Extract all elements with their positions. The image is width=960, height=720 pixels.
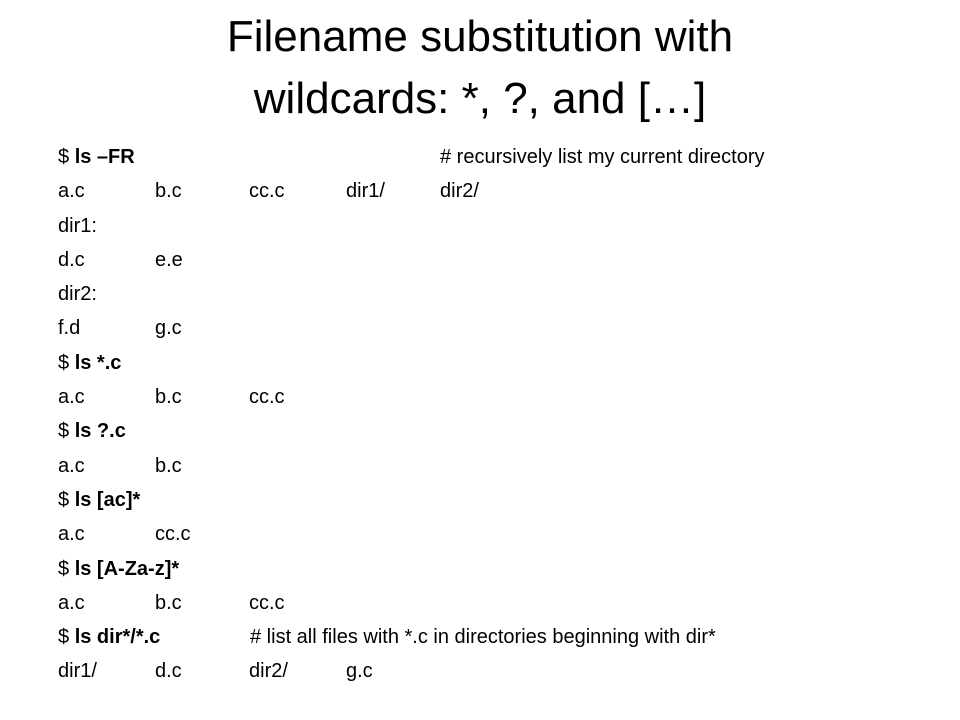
output-line: dir2: xyxy=(58,277,918,311)
command: $ ls *.c xyxy=(58,346,121,380)
shell-prompt: $ xyxy=(58,488,75,511)
output-line: a.c b.c cc.c xyxy=(58,586,918,620)
output-line: a.c cc.c xyxy=(58,517,918,551)
output-line: a.c b.c xyxy=(58,449,918,483)
command-line: $ ls *.c xyxy=(58,346,918,380)
command: $ ls [ac]* xyxy=(58,483,140,517)
output-entry: cc.c xyxy=(249,180,285,203)
output-entry: a.c xyxy=(58,523,85,546)
command: $ ls [A-Za-z]* xyxy=(58,552,179,586)
output-line: dir1: xyxy=(58,209,918,243)
output-entry: cc.c xyxy=(249,386,285,409)
output-entry: a.c xyxy=(58,591,85,614)
command-text: ls ?.c xyxy=(74,420,126,443)
output-entry: g.c xyxy=(155,317,182,340)
command: $ ls ?.c xyxy=(58,414,126,448)
slide-title: Filename substitution with wildcards: *,… xyxy=(0,6,960,130)
command: $ ls dir*/*.c xyxy=(58,620,160,654)
shell-prompt: $ xyxy=(58,557,75,580)
output-entry: e.e xyxy=(155,248,183,271)
output-entry: b.c xyxy=(155,180,182,203)
output-entry: f.d xyxy=(58,317,81,340)
output-entry: g.c xyxy=(346,660,373,683)
output-entry: a.c xyxy=(58,180,85,203)
command-line: $ ls [A-Za-z]* xyxy=(58,552,918,586)
shell-prompt: $ xyxy=(58,146,75,168)
output-entry: a.c xyxy=(58,454,85,477)
output-entry: dir2/ xyxy=(249,660,288,683)
output-entry: b.c xyxy=(155,386,182,409)
output-entry: d.c xyxy=(155,660,182,683)
command-line: $ ls [ac]* xyxy=(58,483,918,517)
output-entry: cc.c xyxy=(155,523,191,546)
output-line: dir1/ d.c dir2/ g.c xyxy=(58,654,918,688)
directory-heading: dir1: xyxy=(58,214,97,237)
output-entry: cc.c xyxy=(249,591,285,614)
terminal-transcript: $ ls –FR # recursively list my current d… xyxy=(58,140,918,689)
output-line: f.d g.c xyxy=(58,311,918,345)
slide-title-line-1: Filename substitution with xyxy=(226,12,734,61)
command-text: ls [A-Za-z]* xyxy=(74,557,180,580)
command-comment: # recursively list my current directory xyxy=(440,146,765,168)
output-entry: dir2/ xyxy=(440,180,479,203)
output-line: a.c b.c cc.c xyxy=(58,380,918,414)
shell-prompt: $ xyxy=(58,626,75,649)
command-text: ls dir*/*.c xyxy=(74,626,161,649)
output-entry: d.c xyxy=(58,248,85,271)
command-comment: # list all files with *.c in directories… xyxy=(250,626,716,649)
shell-prompt: $ xyxy=(58,351,75,374)
output-entry: dir1/ xyxy=(346,180,385,203)
slide-title-line-2: wildcards: *, ?, and […] xyxy=(253,74,707,123)
directory-heading: dir2: xyxy=(58,283,97,306)
command-text: ls *.c xyxy=(74,351,122,374)
command: $ ls –FR xyxy=(58,140,135,174)
output-entry: b.c xyxy=(155,591,182,614)
output-entry: b.c xyxy=(155,454,182,477)
output-line: a.c b.c cc.c dir1/ dir2/ xyxy=(58,174,918,208)
output-entry: a.c xyxy=(58,386,85,409)
command-line: $ ls dir*/*.c # list all files with *.c … xyxy=(58,620,918,654)
output-entry: dir1/ xyxy=(58,660,97,683)
command-line: $ ls –FR # recursively list my current d… xyxy=(58,140,918,174)
shell-prompt: $ xyxy=(58,420,75,443)
command-text: ls –FR xyxy=(74,146,135,168)
command-line: $ ls ?.c xyxy=(58,414,918,448)
output-line: d.c e.e xyxy=(58,243,918,277)
command-text: ls [ac]* xyxy=(74,488,141,511)
